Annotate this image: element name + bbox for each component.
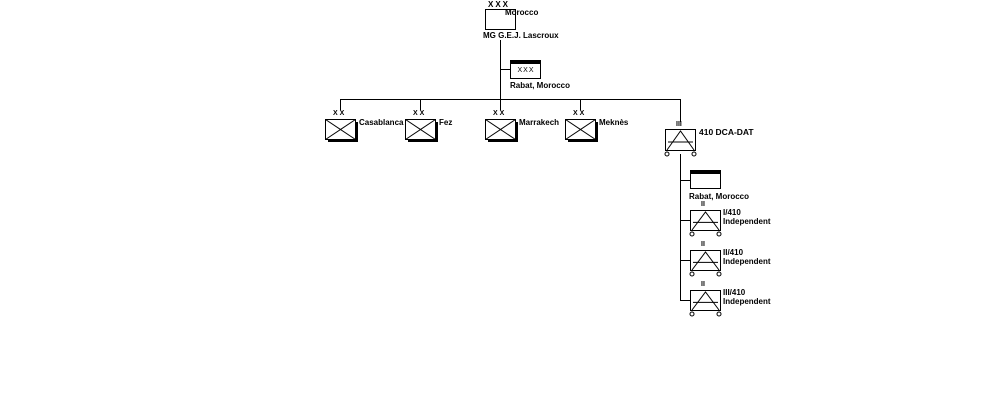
- subordinate-echelon-casablanca: XX: [333, 110, 347, 117]
- aa-staff-symbol: [690, 170, 721, 189]
- unit-symbols: XXX: [325, 9, 722, 317]
- subordinate-echelon-fez: XX: [413, 110, 427, 117]
- aa-echelon-label: III: [676, 121, 682, 128]
- aa-group-symbol-2-wheel-right: [716, 271, 722, 277]
- infantry-symbol-fez: [405, 119, 438, 142]
- aa-group-symbol-2-aa-triangle: [691, 251, 720, 271]
- infantry-cross-b: [405, 119, 436, 140]
- aa-group-symbol-1-wheel-left: [689, 231, 695, 237]
- aa-group-symbol-3-box: [690, 290, 721, 311]
- hq-staff-echelon-mark: XXX: [517, 67, 534, 74]
- connector-lines: [340, 40, 691, 301]
- hq-unit-symbol: [485, 9, 516, 30]
- aa-group-symbol-1-box: [690, 210, 721, 231]
- hq-name-label: Morocco: [505, 8, 539, 17]
- hq-staff-symbol-top-bar: [510, 60, 541, 64]
- aa-regiment-label: 410 DCA-DAT: [699, 127, 754, 137]
- aa-group-symbol-3-wheel-left: [689, 311, 695, 317]
- aa-staff-location-label: Rabat, Morocco: [689, 192, 750, 201]
- aa-group-symbol-3-wheel-right: [716, 311, 722, 317]
- hq-staff-symbol: XXX: [510, 60, 541, 79]
- aa-regiment-symbol-box: [665, 129, 696, 151]
- infantry-symbol-casablanca: [325, 119, 358, 142]
- aa-group-symbol-2-box: [690, 250, 721, 271]
- aa-group-symbol-3: [689, 290, 722, 317]
- subordinate-label-casablanca: Casablanca: [359, 118, 404, 127]
- infantry-cross-b: [485, 119, 516, 140]
- aa-group-status-3: Independent: [723, 297, 771, 306]
- hq-box: [485, 9, 516, 30]
- aa-group-echelon-1: II: [701, 201, 705, 208]
- aa-group-name-2: II/410: [723, 248, 744, 257]
- aa-group-echelon-3: II: [701, 281, 705, 288]
- hq-echelon-label: XXX: [488, 0, 511, 9]
- subordinate-echelon-meknes: XX: [573, 110, 587, 117]
- aa-regiment-symbol: [664, 129, 697, 157]
- aa-regiment-symbol-wheel-left: [664, 151, 670, 157]
- aa-group-status-2: Independent: [723, 257, 771, 266]
- subordinate-label-marrakech: Marrakech: [519, 118, 560, 127]
- aa-group-name-3: III/410: [723, 288, 746, 297]
- infantry-symbol-marrakech: [485, 119, 518, 142]
- aa-regiment-symbol-aa-triangle: [666, 130, 695, 151]
- aa-group-symbol-2-wheel-left: [689, 271, 695, 277]
- infantry-symbol-meknes: [565, 119, 598, 142]
- hq-commander-label: MG G.E.J. Lascroux: [483, 31, 559, 40]
- aa-regiment-symbol-wheel-right: [691, 151, 697, 157]
- aa-group-symbol-1-aa-triangle: [691, 211, 720, 231]
- aa-group-symbol-3-aa-triangle: [691, 291, 720, 311]
- subordinate-label-meknes: Meknès: [599, 118, 629, 127]
- hq-staff-location-label: Rabat, Morocco: [510, 81, 571, 90]
- aa-staff-symbol-top-bar: [690, 170, 721, 174]
- subordinate-label-fez: Fez: [439, 118, 453, 127]
- aa-group-echelon-2: II: [701, 241, 705, 248]
- subordinate-echelon-marrakech: XX: [493, 110, 507, 117]
- aa-group-status-1: Independent: [723, 217, 771, 226]
- infantry-cross-b: [565, 119, 596, 140]
- aa-group-symbol-2: [689, 250, 722, 277]
- infantry-cross-b: [325, 119, 356, 140]
- aa-group-symbol-1-wheel-right: [716, 231, 722, 237]
- aa-group-name-1: I/410: [723, 208, 741, 217]
- aa-group-symbol-1: [689, 210, 722, 237]
